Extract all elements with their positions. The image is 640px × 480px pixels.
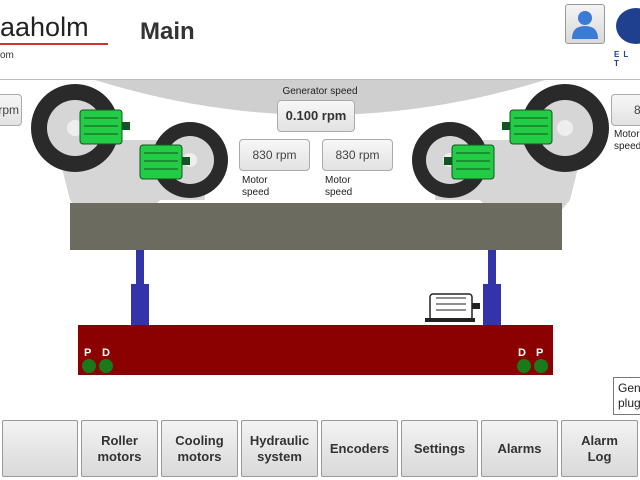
alarm-log-label: Alarm Log bbox=[581, 432, 618, 464]
d-indicator-left bbox=[99, 359, 113, 373]
cooling-motors-label: Cooling motors bbox=[175, 432, 224, 464]
roller-motor-1-icon bbox=[79, 109, 130, 145]
right-cylinder-rod bbox=[488, 250, 496, 286]
right-cylinder bbox=[483, 284, 501, 326]
alarms-label: Alarms bbox=[497, 440, 542, 456]
page-title: Main bbox=[140, 18, 195, 45]
left-motor-speed-value: rpm bbox=[0, 94, 22, 126]
settings-button[interactable]: Settings bbox=[401, 420, 478, 477]
company-logo-text: EL T bbox=[614, 50, 633, 68]
alarms-button[interactable]: Alarms bbox=[481, 420, 558, 477]
p-indicator-right bbox=[534, 359, 548, 373]
encoders-label: Encoders bbox=[329, 440, 390, 456]
d-marker-left-label: D bbox=[102, 347, 110, 359]
d-marker-right-label: D bbox=[518, 347, 526, 359]
user-icon bbox=[572, 11, 598, 39]
right-motor-speed-label: Motor speed bbox=[614, 129, 640, 152]
roller-motors-button[interactable]: Roller motors bbox=[81, 420, 158, 477]
left-cylinder-rod bbox=[136, 250, 144, 286]
machine-diagram: P D D P bbox=[31, 80, 609, 375]
generator-plug-button[interactable]: Gen plug bbox=[613, 377, 640, 415]
roller-motor-2-icon bbox=[139, 144, 190, 180]
motor-speed-2-label: Motor speed bbox=[325, 175, 353, 198]
machine-base bbox=[78, 325, 553, 375]
hydraulic-system-button[interactable]: Hydraulic system bbox=[241, 420, 318, 477]
generator-speed-label: Generator speed bbox=[282, 86, 358, 97]
generator-speed-value: 0.100 rpm bbox=[277, 100, 355, 132]
user-button[interactable] bbox=[565, 4, 605, 44]
motor-speed-1-label: Motor speed bbox=[242, 175, 270, 198]
encoders-button[interactable]: Encoders bbox=[321, 420, 398, 477]
drum-roll bbox=[95, 80, 545, 115]
machine-frame bbox=[70, 203, 562, 250]
alarm-log-button[interactable]: Alarm Log bbox=[561, 420, 638, 477]
d-indicator-right bbox=[517, 359, 531, 373]
brand-subtext: om bbox=[0, 50, 14, 61]
p-marker-left-label: P bbox=[84, 347, 91, 359]
hydraulic-motor-icon bbox=[425, 293, 480, 322]
roller-motors-label: Roller motors bbox=[97, 432, 142, 464]
motor-speed-1-value: 830 rpm bbox=[239, 139, 310, 171]
right-motor-speed-value: 8 bbox=[611, 94, 640, 126]
header-bar bbox=[0, 0, 640, 68]
roller-motor-4-icon bbox=[502, 109, 553, 145]
brand-logo-text: aaholm bbox=[0, 12, 89, 42]
header-divider bbox=[0, 79, 640, 80]
cooling-motors-button[interactable]: Cooling motors bbox=[161, 420, 238, 477]
blank-button[interactable] bbox=[2, 420, 78, 477]
p-indicator-left bbox=[82, 359, 96, 373]
hydraulic-system-label: Hydraulic system bbox=[249, 432, 310, 464]
left-cylinder bbox=[131, 284, 149, 326]
settings-label: Settings bbox=[413, 440, 466, 456]
motor-speed-2-value: 830 rpm bbox=[322, 139, 393, 171]
p-marker-right-label: P bbox=[536, 347, 543, 359]
roller-motor-3-icon bbox=[444, 144, 495, 180]
brand-underline bbox=[0, 43, 108, 45]
